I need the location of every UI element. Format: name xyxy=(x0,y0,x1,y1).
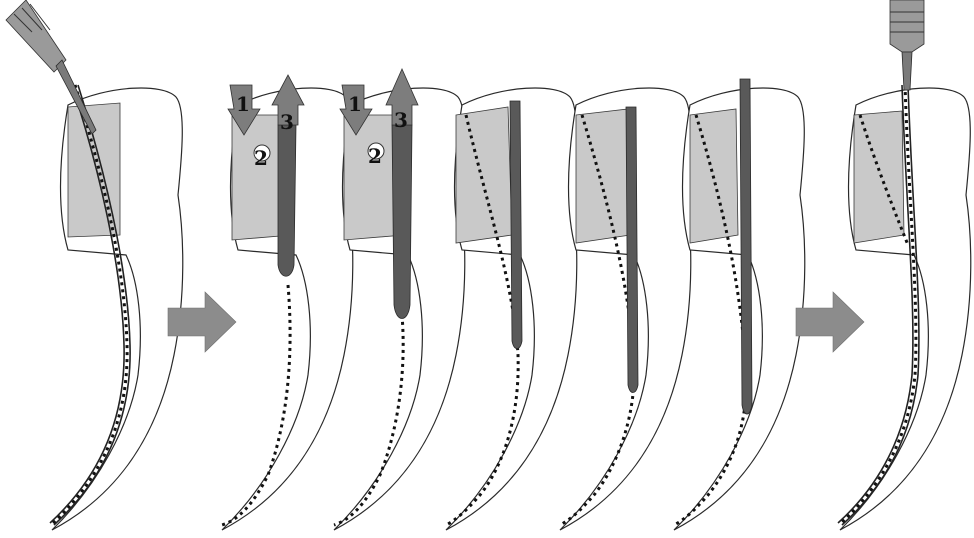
panel-6 xyxy=(674,79,805,530)
pulp-chamber xyxy=(68,103,120,237)
file-3 xyxy=(278,125,296,276)
pulp-chamber xyxy=(576,109,630,243)
file-3 xyxy=(392,125,412,319)
panel-7 xyxy=(838,85,971,530)
panel-3: 1 2 3 xyxy=(334,69,465,530)
flow-arrow-2 xyxy=(796,292,864,352)
panel-2: 1 2 3 xyxy=(222,75,353,530)
handpiece-icon xyxy=(890,0,924,90)
pulp-chamber xyxy=(456,107,512,243)
handpiece-icon xyxy=(6,0,96,134)
file-shaft xyxy=(626,107,638,393)
step-label-1: 1 xyxy=(236,92,250,116)
file-shaft xyxy=(740,79,752,414)
step-label-3: 3 xyxy=(394,108,408,132)
step-label-2: 2 xyxy=(368,144,382,168)
pulp-chamber xyxy=(854,111,904,243)
panel-5 xyxy=(560,88,691,530)
file-shaft xyxy=(510,101,522,349)
step-label-1: 1 xyxy=(348,92,362,116)
step-label-3: 3 xyxy=(280,110,294,134)
panel-1 xyxy=(50,85,183,530)
panel-4 xyxy=(446,88,577,530)
step-label-2: 2 xyxy=(254,146,268,170)
